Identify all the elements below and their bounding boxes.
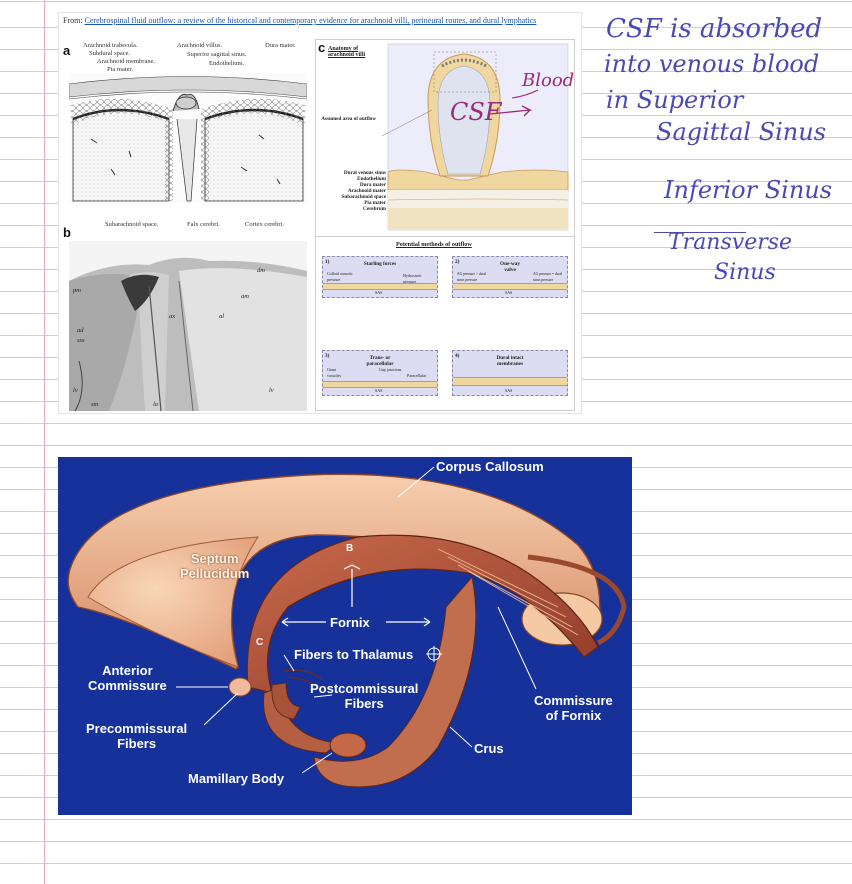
label-b-sm: sm [91, 401, 99, 408]
label-b-am: am [241, 293, 249, 300]
label-b-pm: pm [73, 287, 81, 294]
label-subarachnoid-space: Subarachnoid space. [105, 221, 159, 228]
label-postcommissural-fibers: Postcommissural Fibers [310, 681, 419, 711]
panel-a: a [63, 39, 308, 234]
method-2-num: 2) [455, 259, 460, 265]
method-4-bottom: SAS [505, 388, 513, 393]
method-3-title: Trans- or paracellular [366, 355, 394, 367]
label-b-sss: sss [77, 337, 85, 344]
method-4-num: 4) [455, 353, 460, 359]
figure-source-line: From: Cerebrospinal fluid outflow: a rev… [63, 16, 579, 26]
label-b-ax: ax [169, 313, 176, 320]
label-subarachnoid-space-c: Subarachnoid space [341, 194, 386, 200]
label-pia-mater-c: Pia mater [364, 200, 386, 206]
method-box-one-way-valve: 2) One-way valve AG pressure > dural sin… [452, 256, 568, 298]
panel-c-layer-labels: Dural venous sinus Endothelium Dura mate… [318, 170, 386, 212]
method-2-title: One-way valve [500, 261, 520, 273]
method-2-bottom: SAS [505, 290, 513, 295]
label-b-lv2: lv [269, 387, 274, 394]
method-4-title: Dural intact membranes [496, 355, 524, 367]
label-b-la: la [153, 401, 159, 408]
label-letter-c: C [256, 637, 264, 648]
label-arachnoid-membrane: Arachnoid membrane. [97, 58, 156, 65]
note-line-1: CSF is absorbed [606, 14, 823, 44]
label-b-al: al [219, 313, 225, 320]
fornix-illustration [67, 466, 627, 788]
label-pia-mater: Pia mater. [107, 66, 133, 73]
method-1-right: Hydrostatic pressure [403, 273, 422, 284]
label-letter-b: B [346, 543, 354, 554]
note-line-3: in Superior [606, 86, 744, 114]
label-b-ad: ad [77, 327, 84, 334]
note-line-6: Transverse [668, 230, 793, 255]
label-cortex-cerebri: Cortex cerebri. [245, 221, 284, 228]
method-1-membrane [323, 283, 437, 290]
notebook-margin-line [44, 0, 45, 884]
method-2-right: AG pressure = dural sinus pressure [533, 272, 563, 282]
note-line-5: Inferior Sinus [664, 176, 833, 204]
panel-b-micrograph [69, 241, 307, 411]
panel-c-divider [316, 236, 574, 237]
pen-annotation-blood: Blood [522, 70, 575, 91]
label-precommissural-fibers: Precommissural Fibers [86, 721, 188, 751]
label-cerebrum: Cerebrum [363, 206, 386, 212]
method-3-num: 3) [325, 353, 330, 359]
label-fornix: Fornix [330, 615, 370, 630]
label-dura-mater: Dura mater. [265, 42, 296, 49]
method-3-extra: Paracellular [407, 373, 427, 378]
method-3-left: Giant vacuoles [327, 367, 341, 378]
source-prefix: From: [63, 16, 83, 25]
method-3-bottom: SAS [375, 388, 383, 393]
figure-card: From: Cerebrospinal fluid outflow: a rev… [58, 12, 582, 414]
note-line-7: Sinus [714, 260, 776, 285]
label-crus: Crus [474, 741, 504, 756]
note-line-4: Sagittal Sinus [656, 118, 827, 146]
label-arachnoid-trabecula: Arachnoid trabecula. [83, 42, 138, 49]
panel-c: c Anatomy of arachnoid villi Blood CSF A… [315, 39, 575, 411]
label-dura-mater-c: Dura mater [359, 182, 386, 188]
pen-annotation-csf: CSF [450, 98, 502, 126]
label-arachnoid-villus: Arachnoid villus. [177, 42, 223, 49]
panel-a-illustration [68, 73, 308, 203]
label-endothelium-c: Endothelium [357, 176, 386, 182]
fornix-diagram: Corpus Callosum Septum Pellucidum B C Fo… [58, 457, 632, 815]
method-1-num: 1) [325, 259, 330, 265]
label-septum-pellucidum: Septum Pellucidum [180, 551, 250, 581]
panel-c-title: Anatomy of arachnoid villi [328, 46, 366, 58]
panel-b: dm pm ad sss ax al am lv sm la lv [69, 241, 307, 411]
label-anterior-commissure: Anterior Commissure [88, 663, 167, 693]
methods-title: Potential methods of outflow [396, 241, 472, 248]
method-1-bottom: SAS [375, 290, 383, 295]
method-1-left: Colloid osmotic pressure [327, 271, 353, 282]
method-3-membrane [323, 381, 437, 388]
label-superior-sagittal-sinus: Superior sagittal sinus. [187, 51, 247, 58]
note-line-2: into venous blood [604, 50, 820, 78]
panel-a-letter: a [63, 43, 71, 58]
label-subdural-space: Subdural space. [89, 50, 131, 57]
method-box-dural-intact: 4) Dural intact membranes SAS [452, 350, 568, 396]
method-box-trans-paracellular: 3) Trans- or paracellular Giant vacuoles… [322, 350, 438, 396]
method-3-right: Gap junctions [379, 367, 402, 372]
method-box-starling: 1) Starling forces Colloid osmotic press… [322, 256, 438, 298]
source-article-link[interactable]: Cerebrospinal fluid outflow: a review of… [84, 16, 537, 25]
label-corpus-callosum: Corpus Callosum [436, 459, 544, 474]
method-1-title: Starling forces [363, 261, 397, 267]
method-2-membrane [453, 283, 567, 290]
label-dural-venous-sinus: Dural venous sinus [343, 170, 386, 176]
note-underline [654, 232, 746, 233]
label-b-dm: dm [257, 267, 265, 274]
villus-anatomy-diagram [381, 43, 569, 231]
label-assumed-area-outflow: Assumed area of outflow [321, 116, 376, 122]
panel-b-letter: b [63, 225, 71, 240]
label-falx-cerebri: Falx cerebri. [187, 221, 220, 228]
method-4-membrane [453, 377, 567, 386]
label-mamillary-body: Mamillary Body [188, 771, 285, 786]
label-b-lv: lv [73, 387, 78, 394]
label-fibers-to-thalamus: Fibers to Thalamus [294, 647, 414, 662]
panel-c-letter: c [318, 40, 326, 55]
label-arachnoid-mater: Arachnoid mater [347, 188, 386, 194]
method-2-left: AG pressure > dural sinus pressure [457, 272, 487, 282]
label-endothelium: Endothelium. [209, 60, 245, 67]
label-commissure-of-fornix: Commissure of Fornix [534, 693, 613, 723]
